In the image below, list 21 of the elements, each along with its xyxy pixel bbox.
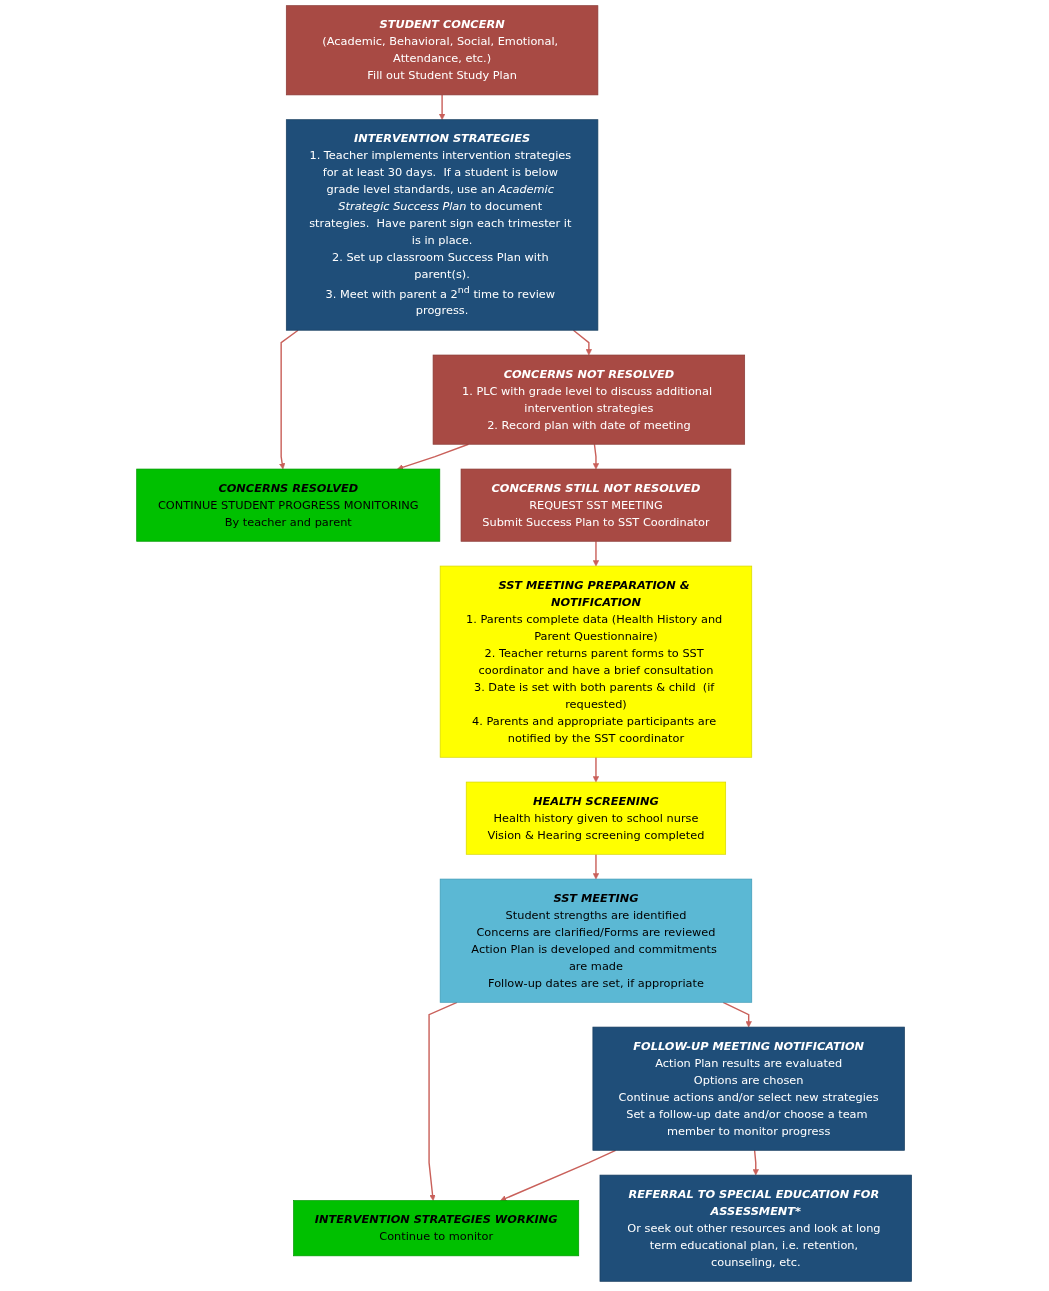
node-box: HEALTH SCREENING Health history given to school nurse Vision & Hearing screening completed: [466, 781, 727, 855]
arrow: [439, 94, 446, 120]
arrow: [722, 1001, 753, 1028]
arrow: [593, 756, 600, 783]
node-box: CONCERNS RESOLVED CONTINUE STUDENT PROGRESS MONITORING By teacher and parent: [136, 468, 441, 542]
node-box: SST MEETING PREPARATION & NOTIFICATION 1. Parents complete data (Health History and Parent Questionnaire) 2. Teacher returns parent forms to SST coordinator and have a brief consultation 3. Date is set with both parents & child (if requested) 4. Parents and appropriate participants are notified by the SST coordinator: [440, 565, 753, 758]
node-box: INTERVENTION STRATEGIES 1. Teacher implements intervention strategies for at least 30 days. If a student is below grade level standards, use an Academic Strategic Success Plan to document strategies. Have parent sign each trimester it is in place. 2. Set up classroom Success Plan with parent(s). 3. Meet with parent a 2$^{nd}$ time to review progress.: [286, 119, 599, 331]
arrow: [279, 329, 300, 470]
node-box: CONCERNS NOT RESOLVED 1. PLC with grade level to discuss additional intervention strategies 2. Record plan with date of meeting: [433, 354, 746, 445]
arrow: [593, 443, 600, 470]
node-box: SST MEETING Student strengths are identified Concerns are clarified/Forms are reviewed Action Plan is developed and commitments are made Follow-up dates are set, if appropriate: [440, 878, 753, 1003]
arrow: [593, 540, 600, 567]
arrow: [573, 329, 593, 356]
node-box: FOLLOW-UP MEETING NOTIFICATION Action Plan results are evaluated Options are chosen Continue actions and/or select new strategies Set a follow-up date and/or choose a team member to monitor progress: [592, 1026, 906, 1151]
arrow: [500, 1149, 617, 1202]
arrow: [593, 853, 600, 880]
arrow: [753, 1149, 760, 1176]
node-box: STUDENT CONCERN (Academic, Behavioral, Social, Emotional, Attendance, etc.) Fill out Student Study Plan: [286, 5, 599, 96]
node-box: CONCERNS STILL NOT RESOLVED REQUEST SST MEETING Submit Success Plan to SST Coordinator: [461, 468, 732, 542]
node-box: REFERRAL TO SPECIAL EDUCATION FOR ASSESSMENT* Or seek out other resources and look at long term educational plan, i.e. retention, counseling, etc.: [600, 1174, 913, 1282]
node-box: INTERVENTION STRATEGIES WORKING Continue to monitor: [293, 1200, 580, 1257]
